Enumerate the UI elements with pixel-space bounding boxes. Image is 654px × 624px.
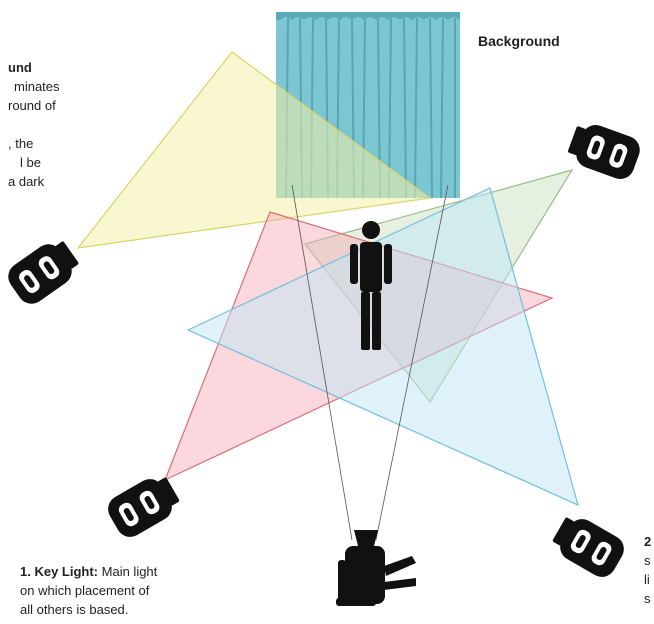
left-note-heading: und: [8, 60, 32, 75]
right-note-line: s: [644, 553, 651, 568]
key-light-line: all others is based.: [20, 602, 129, 617]
left-note-line: round of: [8, 98, 56, 113]
right-note: 2 s li s: [644, 532, 654, 608]
background-label: Background: [478, 33, 560, 49]
left-note-line: l be: [20, 155, 41, 170]
left-note-line: [0, 115, 90, 134]
left-note-line: , the: [8, 136, 34, 151]
key-light-line: on which placement of: [20, 583, 150, 598]
right-note-line: s: [644, 591, 651, 606]
camera-icon: [336, 530, 416, 606]
key-light-note: 1. Key Light: Main light on which placem…: [20, 562, 210, 619]
left-note-line: a dark: [8, 174, 45, 189]
key-light-title: 1. Key Light:: [20, 564, 99, 579]
back-light-fixture-icon: [568, 125, 640, 179]
key-light-fixture-icon: [108, 477, 180, 537]
fill-light-fixture-icon: [8, 241, 79, 304]
right-note-heading: 2: [644, 534, 652, 549]
left-note-line: minates: [14, 79, 60, 94]
subject-silhouette-icon: [350, 221, 392, 350]
second-light-fixture-icon: [552, 517, 624, 577]
key-light-desc: Main light: [101, 564, 158, 579]
camera-view-lines: [291, 184, 449, 541]
right-note-line: li: [644, 572, 650, 587]
left-note: und minates round of , the l be a dark: [0, 58, 90, 191]
yellow-light-beam: [76, 51, 432, 249]
blue-light-beam: [186, 187, 579, 507]
